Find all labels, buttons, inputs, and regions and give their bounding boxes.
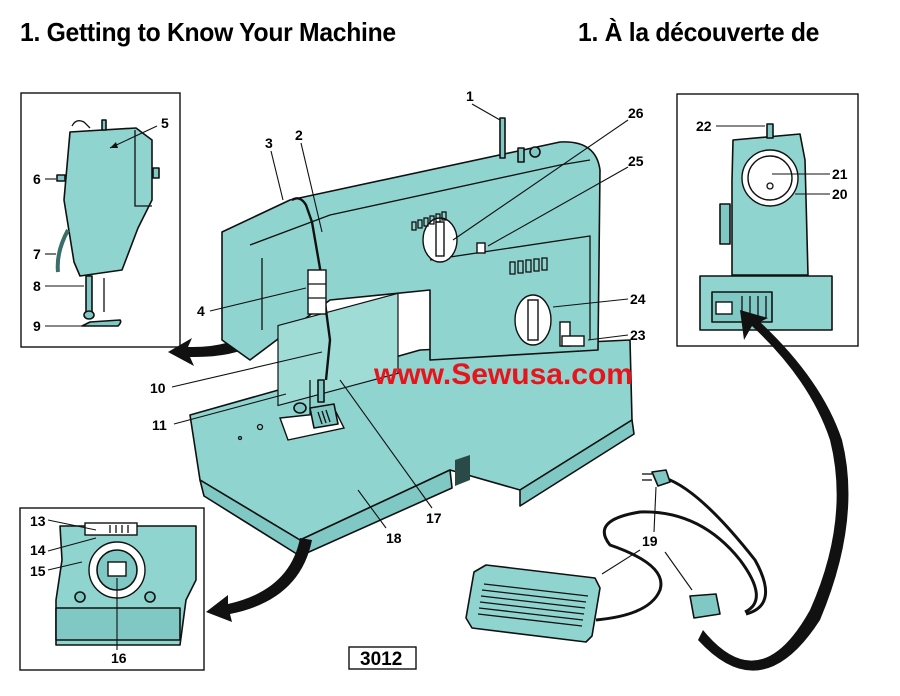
label-9: 9 xyxy=(33,318,41,334)
main-machine xyxy=(189,117,635,557)
main-labels: 1 2 3 4 26 25 24 23 10 11 17 18 xyxy=(150,88,646,546)
spool-pin xyxy=(499,117,506,159)
label-10: 10 xyxy=(150,380,166,396)
label-21: 21 xyxy=(832,166,848,182)
label-19: 19 xyxy=(642,533,658,549)
bobbin-inset: 13 14 15 16 xyxy=(19,507,205,671)
label-17: 17 xyxy=(426,510,442,526)
label-6: 6 xyxy=(33,171,41,187)
label-20: 20 xyxy=(832,186,848,202)
label-2: 2 xyxy=(295,127,303,143)
page-title-french: 1. À la découverte de xyxy=(578,17,820,47)
label-14: 14 xyxy=(30,542,46,558)
curved-arrow-bobbin xyxy=(206,538,312,622)
curved-arrow-power xyxy=(698,310,849,671)
label-8: 8 xyxy=(33,278,41,294)
label-4: 4 xyxy=(197,303,205,319)
foot-controller-group: 19 xyxy=(465,469,768,643)
presser-foot-screw xyxy=(293,402,307,414)
watermark-url: www.Sewusa.com xyxy=(373,358,633,391)
label-15: 15 xyxy=(30,563,46,579)
label-11: 11 xyxy=(152,417,167,433)
label-7: 7 xyxy=(33,246,41,262)
tension-dial[interactable] xyxy=(307,269,327,315)
label-1: 1 xyxy=(466,88,474,104)
reverse-button[interactable] xyxy=(476,242,486,254)
model-number-box xyxy=(348,646,417,670)
machine-connector xyxy=(689,593,721,619)
presser-bar xyxy=(85,275,93,313)
label-24: 24 xyxy=(630,291,646,307)
label-18: 18 xyxy=(386,530,402,546)
bobbin-winder-spindle xyxy=(766,123,774,139)
label-5: 5 xyxy=(161,115,169,131)
rear-view-inset: 22 21 20 xyxy=(676,93,859,347)
foot-controller xyxy=(465,564,601,643)
model-number: 3012 xyxy=(360,649,402,670)
label-3: 3 xyxy=(265,135,273,151)
label-16: 16 xyxy=(111,650,127,666)
page-title-english: 1. Getting to Know Your Machine xyxy=(20,17,396,47)
label-25: 25 xyxy=(628,153,644,169)
power-plug xyxy=(651,469,671,487)
label-22: 22 xyxy=(696,118,712,134)
label-23: 23 xyxy=(630,327,646,343)
label-13: 13 xyxy=(30,513,46,529)
label-26: 26 xyxy=(628,105,644,121)
presser-foot xyxy=(81,319,122,327)
power-socket xyxy=(715,301,733,315)
side-view-inset: 5 6 7 8 9 xyxy=(20,92,181,348)
hand-wheel-knob xyxy=(56,174,66,182)
stitch-plate-slot xyxy=(84,522,138,536)
